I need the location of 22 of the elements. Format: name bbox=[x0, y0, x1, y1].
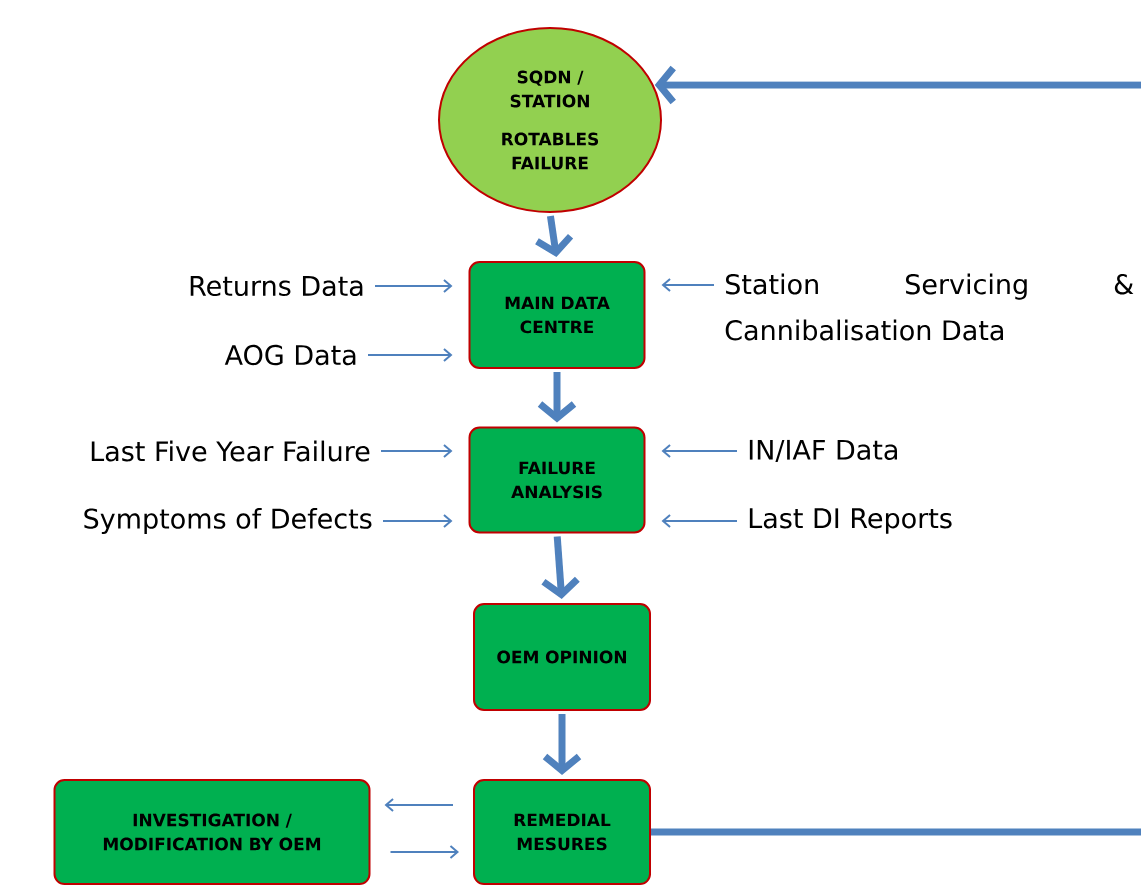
arrow bbox=[367, 348, 453, 362]
arrow bbox=[654, 65, 1141, 105]
process-box: INVESTIGATION / MODIFICATION BY OEM bbox=[53, 779, 371, 885]
input-label: Returns Data bbox=[190, 275, 363, 297]
input-label: Last DI Reports bbox=[749, 508, 952, 534]
arrow bbox=[661, 514, 738, 528]
input-label: AOG Data bbox=[224, 344, 356, 366]
arrow bbox=[380, 444, 453, 458]
arrow bbox=[661, 444, 738, 458]
arrow bbox=[382, 514, 453, 528]
process-box: REMEDIAL MESURES bbox=[473, 779, 651, 885]
input-label: Symptoms of Defects bbox=[84, 507, 372, 535]
arrow bbox=[389, 845, 459, 859]
process-box: FAILURE ANALYSIS bbox=[468, 426, 646, 534]
input-label: Last Five Year Failure bbox=[91, 440, 370, 462]
process-box: MAIN DATA CENTRE bbox=[468, 261, 646, 369]
arrow bbox=[374, 279, 453, 293]
input-label: Station Servicing & Cannibalisation Data bbox=[725, 273, 1134, 341]
process-box: OEM OPINION bbox=[473, 603, 651, 711]
arrow bbox=[384, 798, 454, 812]
arrow bbox=[661, 278, 715, 292]
input-label: IN/IAF Data bbox=[749, 439, 897, 463]
